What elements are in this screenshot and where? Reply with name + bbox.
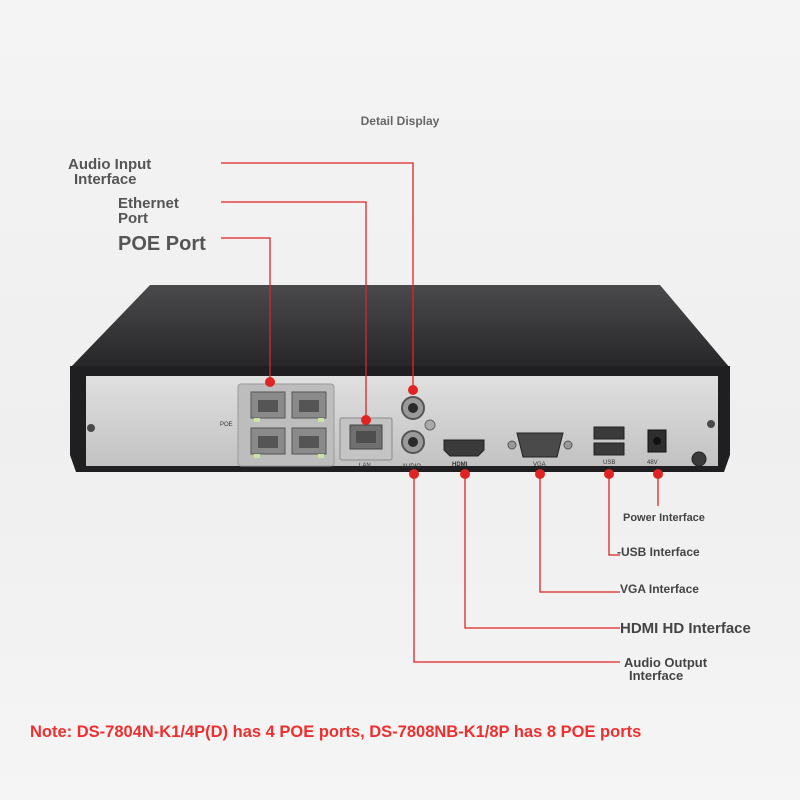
- hdmi-port: [443, 439, 485, 457]
- callout-audio-input: [221, 162, 414, 392]
- ethernet-label-line2: Port: [118, 210, 148, 227]
- power-interface-label: Power Interface: [623, 512, 705, 524]
- poe-port-1: [250, 391, 286, 419]
- dot-hdmi: [460, 469, 470, 479]
- chassis-top: [70, 285, 730, 368]
- hdmi-panel-label: HDMI: [452, 462, 468, 468]
- callout-dots: [265, 377, 663, 479]
- vga-port: [516, 432, 564, 458]
- audio-output-label: Audio Output Interface: [624, 656, 707, 682]
- note-text: Note: DS-7804N-K1/4P(D) has 4 POE ports,…: [30, 723, 642, 741]
- hdmi-interface-label: HDMI HD Interface: [620, 620, 751, 637]
- callout-ethernet: [221, 201, 367, 420]
- callout-poe: [221, 237, 271, 382]
- ground-screw: [424, 419, 436, 431]
- dot-audio-input: [408, 385, 418, 395]
- ethernet-port-label: Ethernet Port: [118, 196, 179, 226]
- ethernet-label-line1: Ethernet: [118, 195, 179, 212]
- usb-port-1: [593, 426, 625, 440]
- dot-poe: [265, 377, 275, 387]
- lan-panel-label: LAN: [359, 463, 371, 469]
- usb-panel-label: USB: [603, 460, 615, 466]
- nvr-device: POE LAN AUDIO HDMI: [70, 285, 730, 472]
- page-title: Detail Display: [360, 114, 440, 128]
- usb-interface-label: -USB Interface: [617, 545, 700, 559]
- callout-audio-output: [413, 476, 620, 663]
- dot-ethernet: [361, 415, 371, 425]
- poe-port-label: POE Port: [118, 233, 206, 255]
- power-panel-label: 48V: [647, 460, 658, 466]
- vga-interface-label: VGA Interface: [620, 582, 699, 596]
- grounding-terminal: [691, 451, 707, 467]
- usb-port-2: [593, 442, 625, 456]
- poe-ports: [250, 391, 327, 458]
- dot-vga: [535, 469, 545, 479]
- audio-output-label-line1: Audio Output: [624, 655, 708, 670]
- vga-panel-label: VGA: [533, 462, 546, 468]
- screw-left: [87, 424, 95, 432]
- audio-input-label: Audio Input Interface: [68, 157, 151, 187]
- dot-power: [653, 469, 663, 479]
- callout-lines: [221, 162, 659, 663]
- dot-audio-output: [409, 469, 419, 479]
- audio-panel-label: AUDIO: [402, 464, 421, 470]
- audio-output-label-line2: Interface: [629, 668, 684, 683]
- callout-usb: [608, 476, 620, 556]
- callout-hdmi: [464, 476, 620, 629]
- callout-vga: [539, 476, 620, 593]
- screw-right: [707, 420, 715, 428]
- audio-input-label-line1: Audio Input: [68, 156, 152, 173]
- poe-panel-label: POE: [220, 422, 233, 428]
- dot-usb: [604, 469, 614, 479]
- audio-input-label-line2: Interface: [74, 171, 137, 188]
